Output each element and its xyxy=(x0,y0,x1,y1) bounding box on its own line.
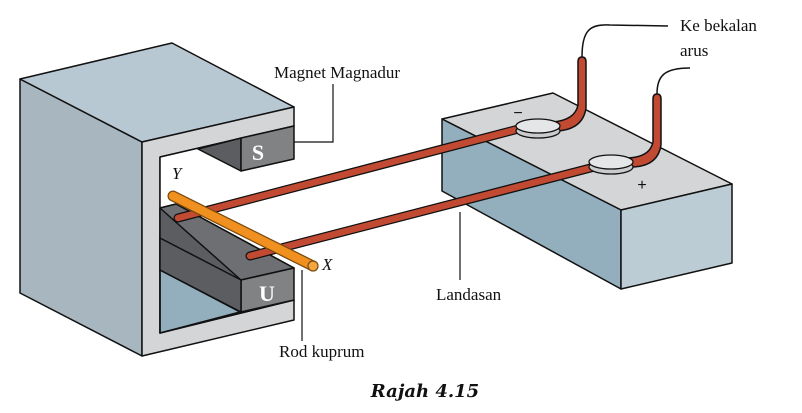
rails xyxy=(173,121,611,261)
copper-rod xyxy=(167,190,319,272)
terminal-positive-sign: + xyxy=(637,177,646,194)
label-magnet: Magnet Magnadur xyxy=(274,63,400,82)
terminal-negative: − xyxy=(513,56,587,139)
label-end-x: X xyxy=(321,255,333,274)
base-block xyxy=(441,92,733,290)
magnet-south-pole: S xyxy=(197,125,295,172)
pole-label-north: U xyxy=(259,281,275,306)
label-rod: Rod kuprum xyxy=(279,342,364,361)
supply-wire-negative xyxy=(581,24,669,58)
label-supply-line1: Ke bekalan xyxy=(680,16,757,35)
block-front-face xyxy=(620,183,733,290)
leader-magnet xyxy=(294,84,334,143)
terminal-negative-sign: − xyxy=(513,105,522,122)
magnet-north-pole: U xyxy=(159,203,295,313)
terminal-positive-disc xyxy=(588,154,634,170)
label-end-y: Y xyxy=(172,164,183,183)
pole-label-south: S xyxy=(252,140,264,165)
label-base: Landasan xyxy=(436,285,502,304)
terminal-positive: + xyxy=(588,93,662,194)
supply-wire-positive xyxy=(656,67,691,95)
south-magnet-front xyxy=(240,125,295,172)
figure-caption: Rajah 4.15 xyxy=(370,381,479,402)
rod-end-x xyxy=(307,260,319,272)
terminal-negative-disc xyxy=(515,118,561,134)
label-supply-line2: arus xyxy=(680,41,708,60)
